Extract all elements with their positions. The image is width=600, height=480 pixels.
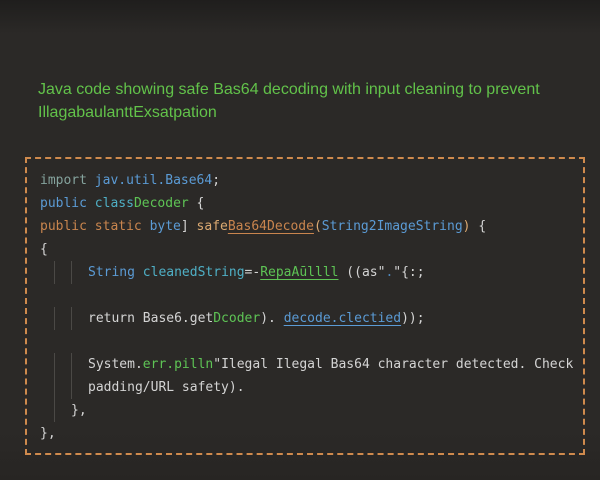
code-token: public: [40, 196, 87, 211]
code-line: padding/URL safety).: [27, 376, 583, 399]
code-token: import: [40, 173, 87, 188]
code-token: String2ImageString: [321, 219, 463, 234]
code-line: String cleanedString=-RepaAūllll ((as"."…: [27, 261, 583, 284]
page-title-line-1: Java code showing safe Bas64 decoding wi…: [38, 81, 540, 98]
code-token: String: [88, 265, 135, 280]
code-token: [135, 265, 143, 280]
code-token: Decoder: [133, 196, 189, 211]
code-line: },: [27, 399, 583, 422]
code-token: public static: [40, 219, 142, 234]
indent-guide: [71, 307, 88, 330]
code-line: },: [27, 422, 583, 445]
code-token: Dcoder: [213, 311, 261, 326]
code-token: padding/URL safety).: [88, 380, 245, 395]
code-line: import jav.util.Base64;: [27, 169, 583, 192]
code-token: RepaAūllll: [260, 265, 339, 280]
code-token: {: [470, 219, 487, 234]
code-token: cleanedString: [142, 265, 245, 280]
code-token: },: [40, 426, 56, 441]
code-token: jav.util.Base64: [94, 173, 213, 188]
code-token: Bas64Decode: [227, 219, 314, 234]
code-token: ).: [260, 311, 284, 326]
code-token: ));: [401, 311, 425, 326]
code-token: err.pilln: [142, 357, 214, 372]
code-token: ;: [212, 173, 221, 188]
indent-guide: [54, 307, 71, 330]
code-token: ]: [180, 219, 197, 234]
code-token: System.: [88, 357, 143, 372]
code-token: {: [188, 196, 205, 211]
indent-guide: [54, 261, 71, 284]
code-token: ((as": [338, 265, 386, 280]
indent-guide: [54, 399, 71, 422]
code-token: (: [313, 219, 322, 234]
code-line: System.err.pilln"Ilegal Ilegal Bas64 cha…: [27, 353, 583, 376]
code-token: [87, 173, 95, 188]
code-token: ): [462, 219, 471, 234]
indent-guide: [54, 376, 71, 399]
code-token: .: [385, 265, 394, 280]
page-title: Java code showing safe Bas64 decoding wi…: [38, 78, 590, 124]
code-token: =-: [244, 265, 261, 280]
indent-guide: [54, 353, 71, 376]
code-block: import jav.util.Base64;public classDecod…: [27, 169, 583, 445]
code-token: [87, 196, 95, 211]
code-token: safe: [196, 219, 228, 234]
indent-guide: [71, 376, 88, 399]
code-token: "Ilegal Ilegal Bas64 character detected.…: [213, 357, 574, 372]
code-line: [27, 330, 583, 353]
code-token: },: [71, 403, 87, 418]
page-title-line-2: IllagabaulanttExsatpation: [38, 104, 217, 121]
code-token: class: [94, 196, 134, 211]
code-token: "{:;: [393, 265, 425, 280]
indent-guide: [71, 261, 88, 284]
code-token: decode.clectied: [283, 311, 402, 326]
code-line: {: [27, 238, 583, 261]
code-token: return Base6.get: [88, 311, 214, 326]
code-line: public classDecoder {: [27, 192, 583, 215]
code-line: return Base6.getDcoder). decode.clectied…: [27, 307, 583, 330]
code-token: [142, 219, 150, 234]
indent-guide: [71, 353, 88, 376]
code-box: import jav.util.Base64;public classDecod…: [25, 157, 585, 455]
code-token: {: [40, 242, 48, 257]
code-token: byte: [149, 219, 181, 234]
code-line: [27, 284, 583, 307]
code-line: public static byte] safeBas64Decode(Stri…: [27, 215, 583, 238]
